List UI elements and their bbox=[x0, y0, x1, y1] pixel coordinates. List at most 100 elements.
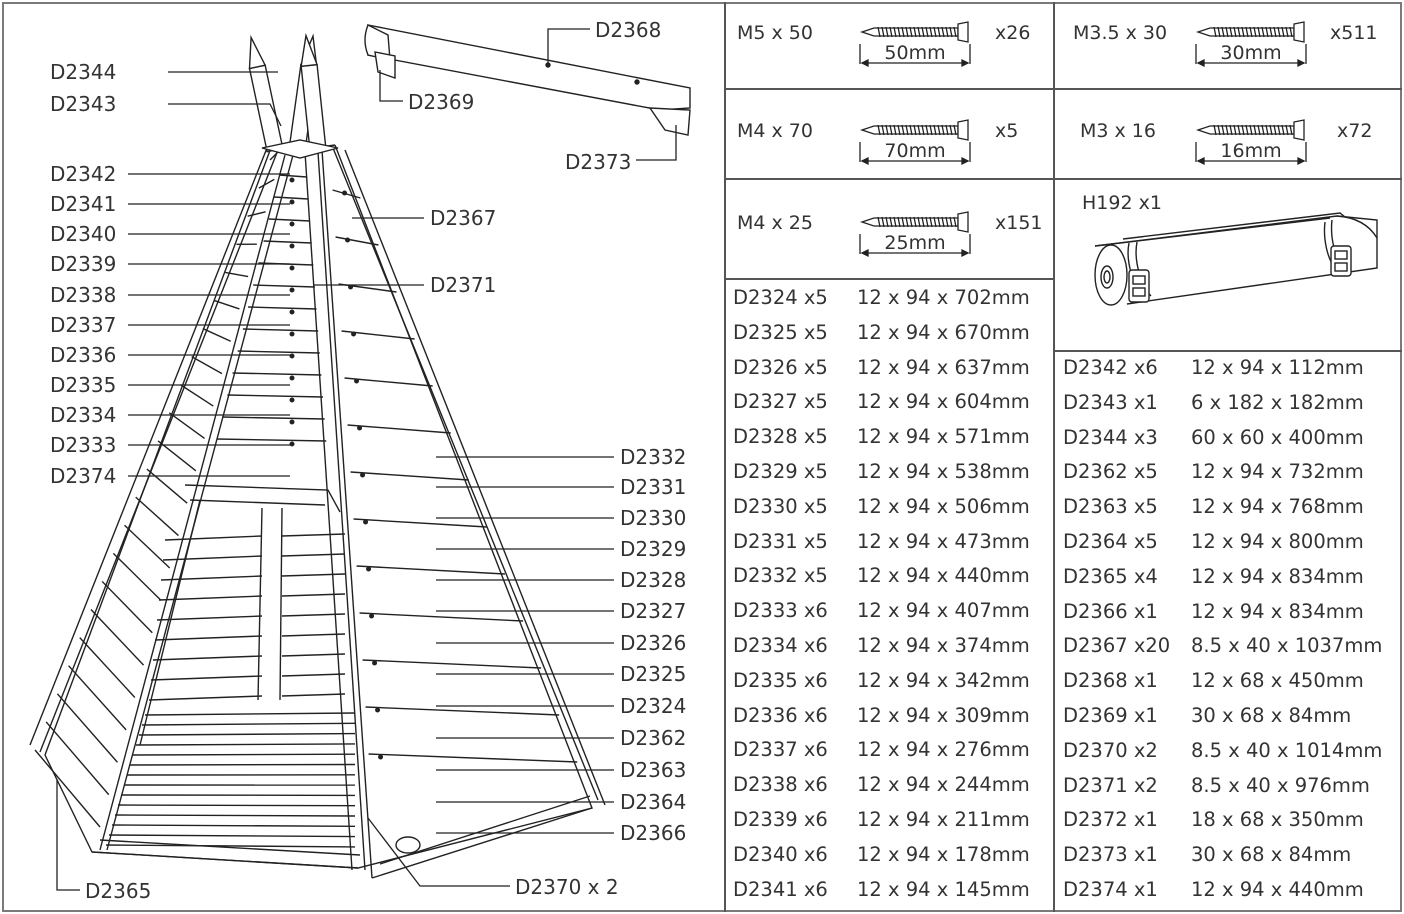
part-code: D2366 x1 bbox=[1063, 599, 1158, 623]
screw-thread bbox=[909, 216, 913, 228]
label-d2373: D2373 bbox=[565, 150, 631, 174]
left-board bbox=[225, 271, 249, 278]
part-dimensions: 12 x 94 x 440mm bbox=[857, 564, 1030, 588]
screw-drawing bbox=[859, 21, 971, 68]
mid-pole-b bbox=[317, 151, 366, 871]
screw-thread bbox=[937, 124, 941, 136]
screw-dot bbox=[360, 472, 366, 478]
part-code: D2338 x6 bbox=[733, 773, 828, 797]
part-dimensions: 12 x 94 x 834mm bbox=[1191, 564, 1364, 588]
leader-line bbox=[56, 780, 80, 891]
screw-dot bbox=[289, 265, 295, 271]
screw-thread bbox=[933, 124, 937, 136]
screw-thread bbox=[917, 124, 921, 136]
part-code: D2337 x6 bbox=[733, 738, 828, 762]
screw-length-label: 25mm bbox=[884, 232, 945, 254]
row-divider-1 bbox=[724, 88, 1402, 90]
screw-dot bbox=[357, 425, 363, 431]
dim-arrow-right bbox=[961, 156, 970, 166]
screw-thread bbox=[881, 124, 885, 136]
label-d2342: D2342 bbox=[50, 162, 116, 186]
dim-arrow-left bbox=[860, 248, 869, 258]
top-cap-D2343 bbox=[261, 139, 339, 159]
screw-dot bbox=[634, 79, 640, 85]
part-code: D2365 x4 bbox=[1063, 564, 1158, 588]
screw-dot bbox=[289, 287, 295, 293]
screw-dot bbox=[348, 284, 354, 290]
screw-thread bbox=[885, 216, 889, 228]
screw-count: x72 bbox=[1337, 120, 1373, 142]
left-board bbox=[112, 552, 162, 601]
inner-board bbox=[160, 575, 263, 581]
door-post-a bbox=[257, 507, 263, 701]
screw-thread bbox=[1229, 124, 1233, 136]
screw-thread bbox=[1253, 26, 1257, 38]
screw-thread bbox=[1289, 26, 1293, 38]
screw-thread bbox=[1213, 124, 1217, 136]
screw-thread bbox=[1221, 26, 1225, 38]
screw-thread bbox=[1269, 26, 1273, 38]
screw-thread bbox=[889, 124, 893, 136]
screw-length-label: 30mm bbox=[1220, 42, 1281, 64]
leader-line bbox=[636, 125, 677, 161]
inner-board bbox=[156, 615, 263, 621]
screw-thread bbox=[1233, 124, 1237, 136]
label-d2324: D2324 bbox=[620, 694, 686, 718]
inner-board bbox=[154, 635, 263, 641]
screw-count: x151 bbox=[995, 212, 1043, 234]
left-board bbox=[168, 412, 205, 439]
screw-thread bbox=[889, 26, 893, 38]
part-dimensions: 12 x 94 x 276mm bbox=[857, 738, 1030, 762]
screw-thread bbox=[953, 216, 957, 228]
front-board bbox=[227, 394, 324, 398]
screw-length-label: 16mm bbox=[1220, 140, 1281, 162]
right-board bbox=[344, 377, 433, 387]
screw-dot bbox=[369, 613, 375, 619]
part-code: D2328 x5 bbox=[733, 425, 828, 449]
inner-board bbox=[164, 535, 263, 541]
screw-dot bbox=[289, 397, 295, 403]
part-code: D2363 x5 bbox=[1063, 495, 1158, 519]
screw-thread bbox=[901, 26, 905, 38]
bracket-block-D2369 bbox=[374, 51, 396, 79]
door-post-b bbox=[279, 507, 283, 701]
screw-dot bbox=[289, 353, 295, 359]
base-front-a bbox=[91, 851, 359, 869]
screw-thread bbox=[1285, 124, 1289, 136]
part-dimensions: 12 x 94 x 244mm bbox=[857, 773, 1030, 797]
screw-icon: 30mm bbox=[1195, 21, 1307, 68]
screw-dot bbox=[289, 419, 295, 425]
row-divider-2 bbox=[724, 178, 1402, 180]
part-dimensions: 12 x 94 x 145mm bbox=[857, 877, 1030, 901]
screw-thread bbox=[877, 124, 881, 136]
screw-thread bbox=[913, 216, 917, 228]
screw-thread bbox=[1257, 124, 1261, 136]
dim-arrow-left bbox=[860, 156, 869, 166]
front-board bbox=[248, 306, 317, 310]
screw-thread bbox=[1265, 26, 1269, 38]
right-board bbox=[356, 565, 505, 575]
screw-label: M5 x 50 bbox=[737, 22, 813, 44]
screw-thread bbox=[1273, 124, 1277, 136]
label-d2364: D2364 bbox=[620, 790, 686, 814]
inner-board bbox=[150, 675, 263, 681]
row-divider-4 bbox=[1053, 350, 1402, 352]
screw-thread bbox=[1213, 26, 1217, 38]
left-board bbox=[135, 496, 179, 537]
screw-drawing bbox=[1195, 21, 1307, 68]
screw-icon: 50mm bbox=[859, 21, 971, 68]
screw-icon: 16mm bbox=[1195, 119, 1307, 166]
screw-thread bbox=[941, 26, 945, 38]
screw-thread bbox=[1225, 26, 1229, 38]
screw-thread bbox=[901, 216, 905, 228]
screw-thread bbox=[953, 124, 957, 136]
screw-thread bbox=[1233, 26, 1237, 38]
screw-thread bbox=[1289, 124, 1293, 136]
screw-thread bbox=[1237, 26, 1241, 38]
mid-pole-a bbox=[304, 151, 353, 871]
teepee-diagram: D2344D2343D2342D2341D2340D2339D2338D2337… bbox=[29, 18, 691, 903]
part-dimensions: 12 x 94 x 768mm bbox=[1191, 495, 1364, 519]
right-pole-b bbox=[344, 149, 606, 806]
screw-thread bbox=[921, 26, 925, 38]
